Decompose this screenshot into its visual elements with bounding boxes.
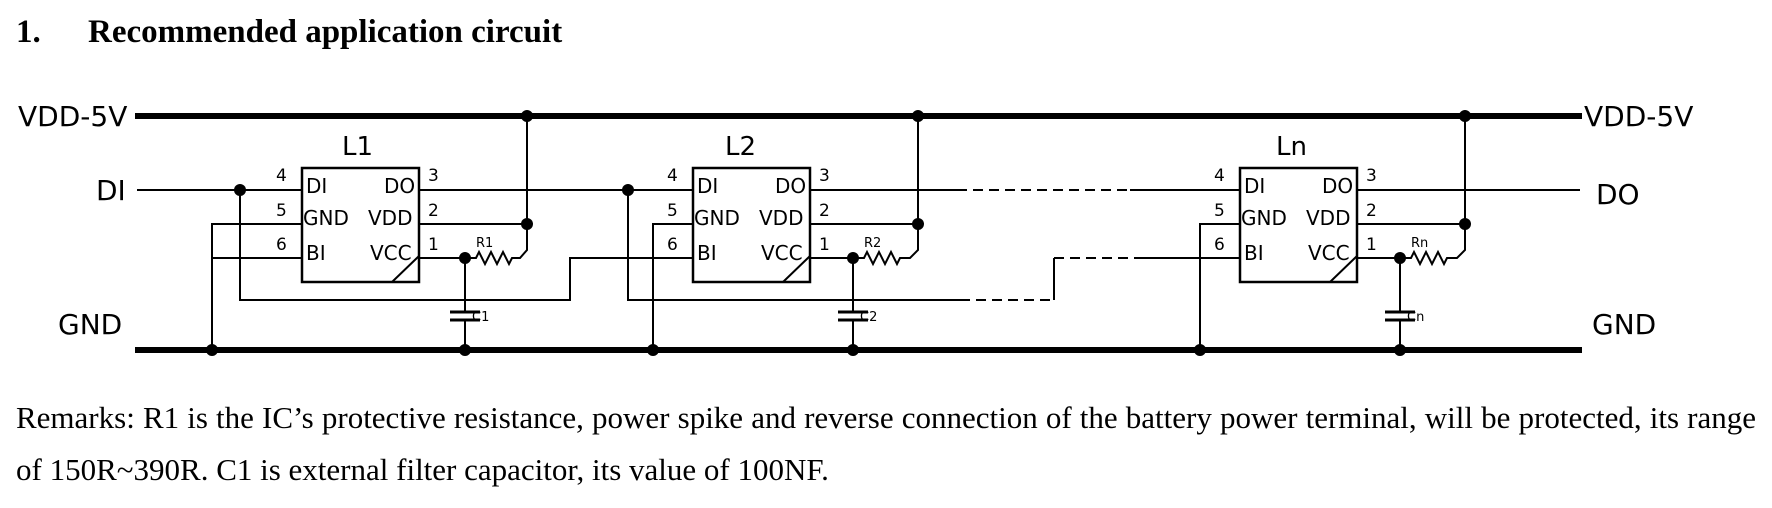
chip-l1-pin-bi: BI (306, 241, 326, 265)
chip-l1-pin-do: DO (384, 174, 415, 198)
chip-ln-pin-vdd: VDD (1306, 206, 1350, 230)
chip-l2-pin-vdd: VDD (759, 206, 803, 230)
chip-ln-pin-do: DO (1322, 174, 1353, 198)
chip-l1-pin-vdd: VDD (368, 206, 412, 230)
chip-l1-pin-num-2: 2 (428, 201, 439, 221)
chip-l1-pin-vcc: VCC (370, 241, 412, 265)
chip-ln-pin-num-4: 4 (1214, 166, 1225, 186)
chip-l2-pin-num-6: 6 (667, 235, 678, 255)
chip-ln-pin-di: DI (1244, 174, 1265, 198)
chip-l2-pin-do: DO (775, 174, 806, 198)
chip-ln-group: Ln DI GND BI DO VDD VCC 4 5 6 3 2 1 Rn C… (1130, 110, 1580, 356)
chip-ln-pin-num-5: 5 (1214, 201, 1225, 221)
vdd-left-label: VDD-5V (18, 100, 127, 133)
chip-l1-pin-num-5: 5 (276, 201, 287, 221)
chip-l2-pin-num-5: 5 (667, 201, 678, 221)
chip-l1-group: L1 DI GND BI DO VDD VCC 4 5 6 3 2 1 (206, 110, 693, 356)
chip-ln-corner-mark (1329, 255, 1358, 283)
chip-l1-pin-di: DI (306, 174, 327, 198)
chip-l2-pin-bi: BI (697, 241, 717, 265)
chip-l2-capacitor-label: C2 (860, 310, 877, 325)
chip-l1-resistor-label: R1 (476, 236, 493, 251)
chip-l2-pin-gnd: GND (694, 206, 740, 230)
chip-l2-resistor-label: R2 (864, 236, 881, 251)
chip-ln-pin-num-3: 3 (1366, 166, 1377, 186)
section-number: 1. (16, 14, 41, 50)
chip-ln-pin-num-1: 1 (1366, 235, 1377, 255)
chip-ln-pin-vcc: VCC (1308, 241, 1350, 265)
vdd-right-label: VDD-5V (1584, 100, 1693, 133)
do-signal-label: DO (1596, 178, 1640, 211)
chip-l1-pin-num-4: 4 (276, 166, 287, 186)
chip-l2-group: L2 DI GND BI DO VDD VCC 4 5 6 3 2 1 R2 C… (622, 110, 960, 356)
chip-l1-pin-num-3: 3 (428, 166, 439, 186)
chip-l1-name: L1 (342, 132, 373, 162)
remarks-paragraph: Remarks: R1 is the IC’s protective resis… (16, 400, 1756, 487)
chip-l1-corner-mark (391, 255, 420, 283)
chip-ln-pin-gnd: GND (1241, 206, 1287, 230)
chain-continuation-dashes (957, 189, 1140, 301)
chip-l1-pin-num-6: 6 (276, 235, 287, 255)
chip-l2-pin-num-2: 2 (819, 201, 830, 221)
chip-l2-pin-vcc: VCC (761, 241, 803, 265)
chip-l1-pin-gnd: GND (303, 206, 349, 230)
chip-l2-pin-num-4: 4 (667, 166, 678, 186)
chip-l1-capacitor-label: C1 (472, 310, 489, 325)
chip-l2-pin-num-1: 1 (819, 235, 830, 255)
chip-ln-resistor-label: Rn (1411, 236, 1428, 251)
section-heading: 1. Recommended application circuit (16, 14, 562, 51)
chip-ln-name: Ln (1276, 132, 1307, 162)
chip-l2-pin-di: DI (697, 174, 718, 198)
section-title: Recommended application circuit (88, 14, 563, 50)
chip-ln-pin-num-2: 2 (1366, 201, 1377, 221)
chip-l1-pin-num-1: 1 (428, 235, 439, 255)
gnd-right-label: GND (1592, 308, 1656, 341)
chip-ln-pin-bi: BI (1244, 241, 1264, 265)
chip-l2-name: L2 (725, 132, 756, 162)
chip-ln-capacitor-label: Cn (1407, 310, 1424, 325)
application-circuit-diagram: VDD-5V VDD-5V GND GND DI DO L1 DI GND BI… (18, 100, 1693, 356)
chip-ln-pin-num-6: 6 (1214, 235, 1225, 255)
di-signal-label: DI (96, 174, 126, 207)
chip-l2-pin-num-3: 3 (819, 166, 830, 186)
chip-l2-corner-mark (782, 255, 811, 283)
gnd-left-label: GND (58, 308, 122, 341)
